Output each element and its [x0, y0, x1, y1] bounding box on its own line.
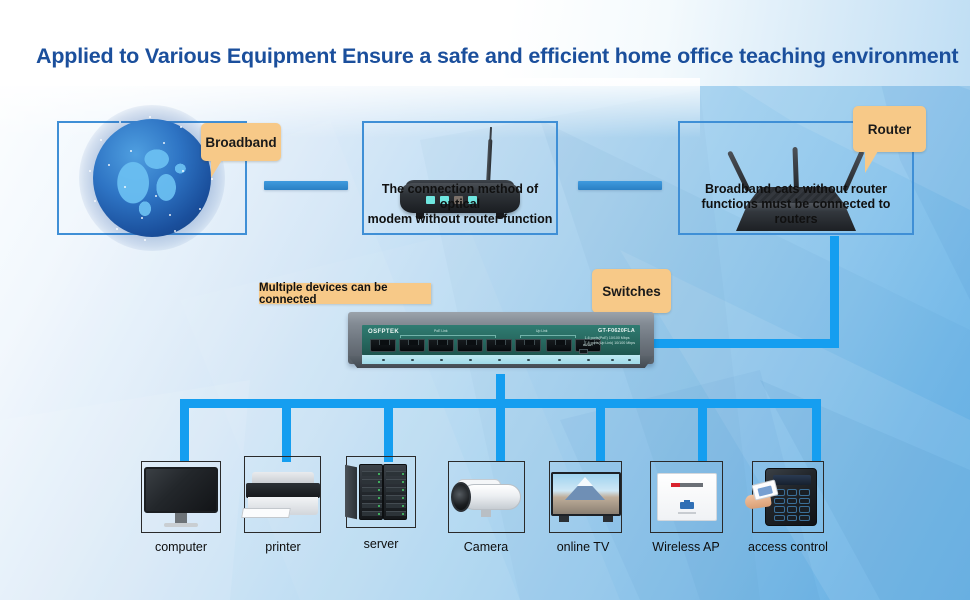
- panel-modem-caption-line2: modem without router function: [367, 212, 553, 226]
- panel-router: Broadband cats without router functions …: [678, 121, 914, 235]
- callout-broadband: Broadband: [201, 123, 281, 178]
- switch-group-label-left: PoE Link: [434, 329, 448, 333]
- connector-broadband-to-modem: [264, 181, 348, 190]
- background-top-white: [0, 0, 970, 86]
- callout-switches: Switches: [592, 269, 671, 332]
- access-control-icon: [744, 468, 827, 526]
- panel-router-caption: Broadband cats without router functions …: [680, 182, 912, 227]
- switch-port: [399, 339, 425, 352]
- switch-spec-line1: 1-6 ports(PoE) 10/100 Mbps: [584, 336, 630, 340]
- connector-router-vertical: [830, 236, 839, 348]
- device-label-tv: online TV: [556, 540, 610, 554]
- switch-faceplate: OSFPTEK PoE Link Up Link RESET GT-F0620F…: [362, 325, 640, 355]
- device-box-wireless-ap[interactable]: [650, 461, 723, 533]
- switch-port: [428, 339, 454, 352]
- page-title: Applied to Various Equipment Ensure a sa…: [36, 44, 959, 68]
- switch-reset-label: RESET: [582, 343, 593, 347]
- device-label-camera: Camera: [463, 540, 509, 554]
- network-switch: OSFPTEK PoE Link Up Link RESET GT-F0620F…: [348, 312, 654, 374]
- wireless-ap-icon: [656, 473, 717, 521]
- callout-broadband-label: Broadband: [205, 134, 277, 150]
- switch-brand-label: OSFPTEK: [368, 329, 400, 335]
- device-box-camera[interactable]: [448, 461, 525, 533]
- server-icon: [345, 464, 407, 520]
- connector-branch-computer: [180, 399, 189, 462]
- switch-port: [457, 339, 483, 352]
- device-box-tv[interactable]: [549, 461, 622, 533]
- computer-icon: [144, 467, 218, 527]
- tv-icon: [550, 472, 621, 522]
- switch-led-strip: [362, 355, 640, 364]
- panel-modem-caption: The connection method of optical modem w…: [364, 182, 556, 227]
- switch-port: [486, 339, 512, 352]
- device-label-computer: computer: [154, 540, 208, 554]
- connector-router-horizontal: [650, 339, 839, 348]
- printer-icon: [240, 471, 320, 518]
- switch-group-label-right: Up Link: [536, 329, 548, 333]
- connector-branch-tv: [596, 399, 605, 462]
- switch-spec: 1-6 ports(PoE) 10/100 Mbps 7-8 ports(Up …: [584, 336, 635, 345]
- device-box-server[interactable]: [345, 456, 416, 528]
- device-box-printer[interactable]: [240, 456, 321, 533]
- panel-modem-caption-line1: The connection method of optical: [381, 182, 539, 211]
- panel-modem: The connection method of optical modem w…: [362, 121, 558, 235]
- panel-router-caption-line1: Broadband cats without router: [705, 182, 887, 196]
- callout-broadband-tail: [211, 160, 222, 178]
- device-box-computer[interactable]: [141, 461, 221, 533]
- switch-banner: Multiple devices can be connected: [259, 281, 431, 306]
- device-box-access-control[interactable]: [744, 461, 827, 533]
- panel-router-caption-line2: functions must be connected to routers: [701, 197, 891, 226]
- switch-port: [515, 339, 541, 352]
- device-label-access-control: access control: [748, 540, 828, 554]
- connector-branch-printer: [282, 399, 291, 462]
- switch-reset-button[interactable]: [579, 349, 588, 354]
- switch-banner-label: Multiple devices can be connected: [259, 281, 388, 306]
- switch-port: [370, 339, 396, 352]
- switch-group-rule-right: [520, 335, 576, 338]
- callout-router-tail: [865, 151, 878, 173]
- connector-branch-camera: [496, 399, 505, 462]
- callout-router: Router: [853, 106, 926, 173]
- connector-branch-ap: [698, 399, 707, 462]
- connector-branch-server: [384, 399, 393, 462]
- device-label-wireless-ap: Wireless AP: [652, 540, 720, 554]
- connector-branch-access: [812, 399, 821, 462]
- panel-broadband: [57, 105, 247, 251]
- callout-switches-label: Switches: [602, 283, 661, 299]
- switch-model-label: GT-F0620FLA: [598, 328, 635, 334]
- callout-router-label: Router: [867, 121, 912, 137]
- switch-spec-line2: 7-8 ports(Up Link) 10/100 Mbps: [584, 340, 635, 345]
- switch-port: [546, 339, 572, 352]
- router-icon: [726, 146, 865, 235]
- globe-icon: [79, 105, 225, 251]
- device-label-server: server: [363, 537, 399, 551]
- connector-switch-drop: [496, 374, 505, 404]
- switch-port: [575, 339, 601, 352]
- connector-modem-to-router: [578, 181, 662, 190]
- camera-icon: [450, 476, 523, 518]
- modem-icon: [400, 138, 520, 221]
- switch-group-rule-left: [400, 335, 496, 338]
- device-label-printer: printer: [265, 540, 301, 554]
